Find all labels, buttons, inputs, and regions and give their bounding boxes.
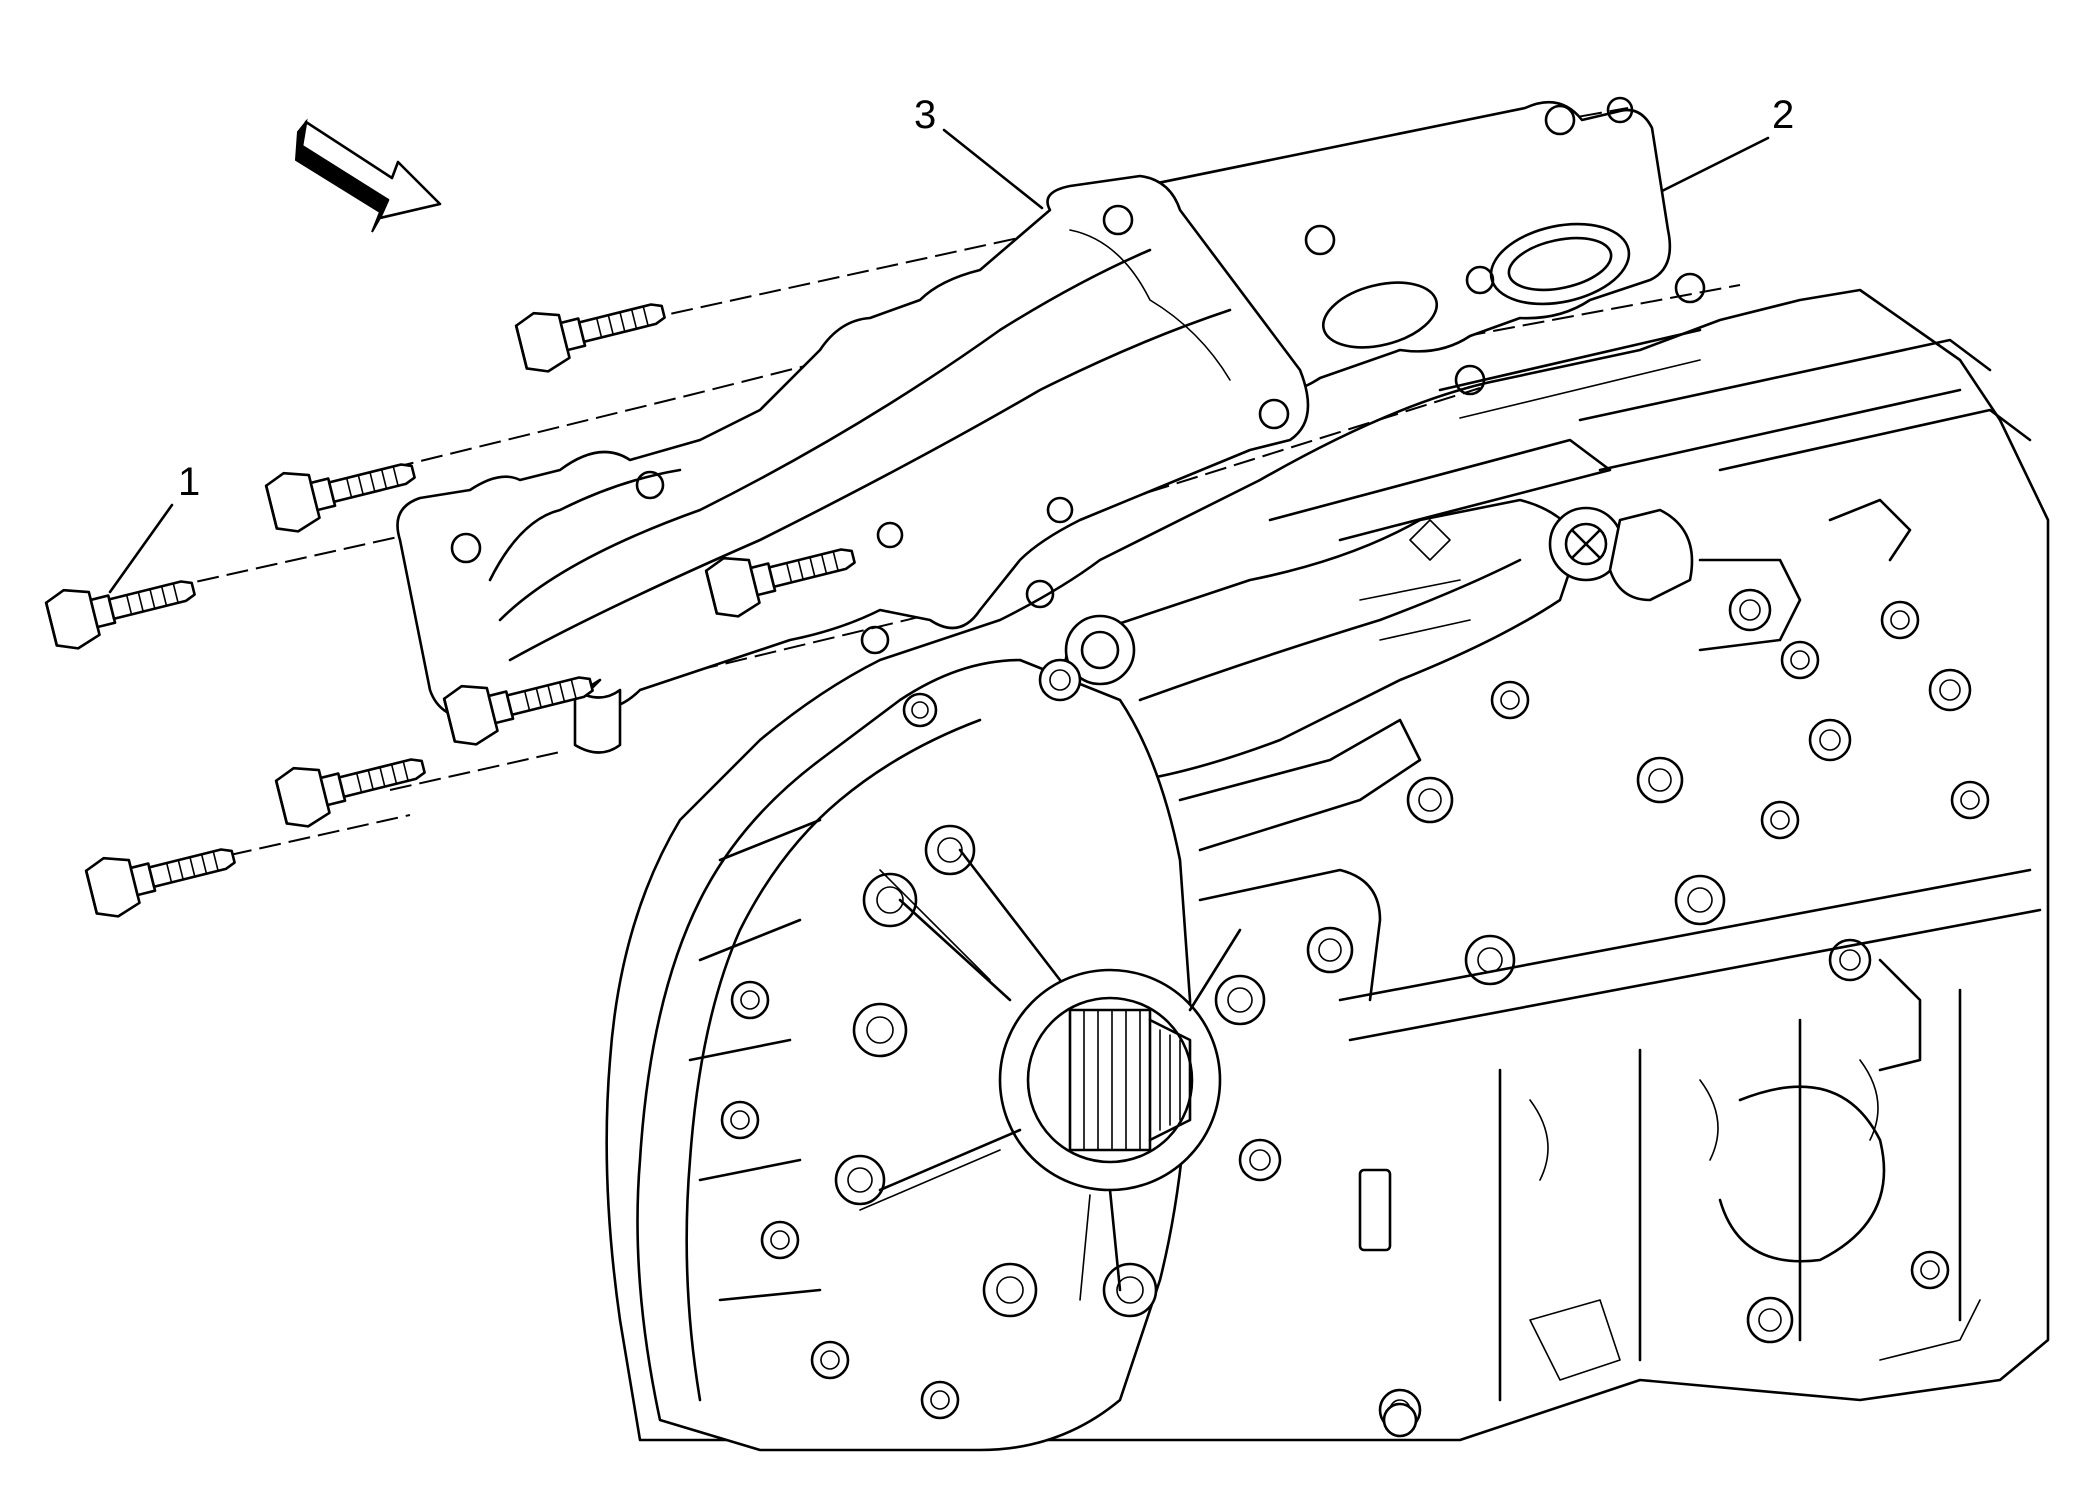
callout-2: 2 [1650, 93, 1794, 198]
housing-bosses [720, 658, 1418, 1438]
direction-arrow-icon [294, 118, 442, 233]
engine-assembly [605, 288, 2050, 1452]
callout-2-label: 2 [1772, 93, 1794, 137]
bolt-set [44, 303, 856, 918]
callout-3-label: 3 [914, 93, 936, 137]
block-bosses [1306, 588, 1990, 1432]
bolt [704, 548, 856, 618]
bolt [264, 463, 416, 533]
bolt [514, 303, 666, 373]
bolt [44, 580, 196, 650]
bolt [442, 676, 594, 746]
bolt [84, 848, 236, 918]
bolt [274, 758, 426, 828]
callout-1: 1 [108, 460, 200, 594]
callout-1-label: 1 [178, 460, 200, 504]
callout-3: 3 [914, 93, 1044, 210]
